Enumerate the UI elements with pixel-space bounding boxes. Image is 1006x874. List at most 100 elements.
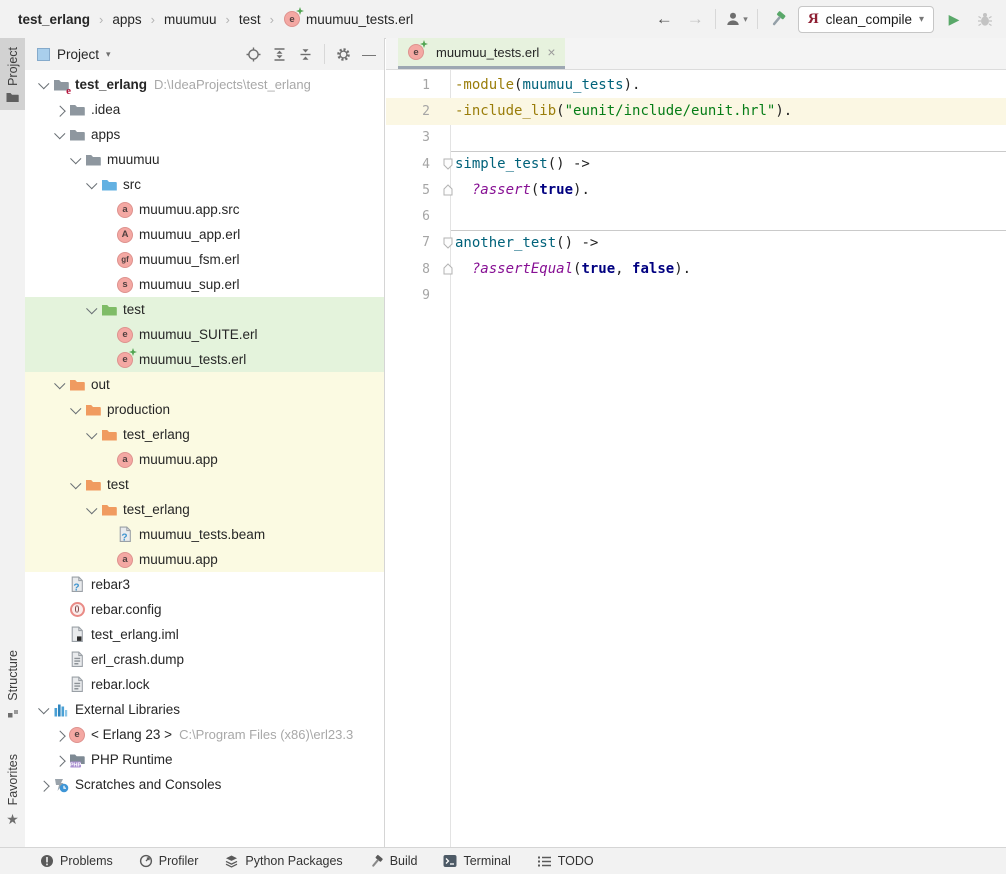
code-line-5[interactable]: 5 ?assert(true).: [386, 177, 1006, 203]
code-line-1[interactable]: 1-module(muumuu_tests).: [386, 72, 1006, 98]
collapse-all-icon[interactable]: [298, 47, 313, 62]
locate-file-icon[interactable]: [246, 47, 261, 62]
tree-row-scratches-and-consoles[interactable]: Scratches and Consoles: [25, 772, 384, 797]
chevron-down-icon[interactable]: [68, 472, 84, 497]
tool-window-button-structure[interactable]: Structure: [0, 650, 25, 719]
problems-icon: [40, 854, 54, 868]
code-text: -include_lib("eunit/include/eunit.hrl").: [455, 103, 793, 120]
code-line-2[interactable]: 2-include_lib("eunit/include/eunit.hrl")…: [386, 98, 1006, 125]
tree-row-rebar-lock[interactable]: rebar.lock: [25, 672, 384, 697]
line-number: 4: [422, 156, 430, 172]
user-profile-button[interactable]: ▾: [725, 7, 748, 31]
code-editor[interactable]: 1-module(muumuu_tests).2-include_lib("eu…: [386, 70, 1006, 847]
navigate-forward-button[interactable]: →: [684, 7, 706, 31]
tree-row-test-erlang[interactable]: test_erlang: [25, 422, 384, 447]
tree-item-label: < Erlang 23 >: [91, 727, 173, 742]
run-configuration-select[interactable]: Я clean_compile ▾: [797, 5, 934, 33]
tree-row-erlang-23[interactable]: e< Erlang 23 >C:\Program Files (x86)\erl…: [25, 722, 384, 747]
code-line-3[interactable]: 3: [386, 125, 1006, 151]
hammer-icon: [772, 11, 786, 26]
chevron-right-icon[interactable]: [52, 747, 68, 772]
tool-window-button-project[interactable]: Project: [0, 38, 25, 110]
chevron-down-icon[interactable]: [52, 372, 68, 397]
editor-tab-muumuu-tests[interactable]: e muumuu_tests.erl ×: [398, 38, 565, 69]
chevron-down-icon[interactable]: [84, 297, 100, 322]
tree-row-out[interactable]: out: [25, 372, 384, 397]
build-project-button[interactable]: [767, 7, 789, 31]
tool-window-button-python-packages[interactable]: Python Packages: [224, 854, 343, 868]
navigate-back-button[interactable]: ←: [653, 7, 675, 31]
tree-row-production[interactable]: production: [25, 397, 384, 422]
tree-row-muumuu[interactable]: muumuu: [25, 147, 384, 172]
tree-row-rebar3[interactable]: ?rebar3: [25, 572, 384, 597]
tool-window-button-terminal[interactable]: Terminal: [443, 854, 511, 868]
tool-window-button-favorites[interactable]: Favorites ★: [0, 754, 25, 828]
run-button[interactable]: ▶: [943, 7, 965, 31]
chevron-down-icon[interactable]: [68, 397, 84, 422]
tree-item-label: muumuu.app: [139, 452, 218, 467]
chevron-down-icon[interactable]: [36, 697, 52, 722]
bottom-tool-window-bar: Problems Profiler Python Packages Build Term…: [0, 847, 1006, 874]
fold-region-end-icon[interactable]: [443, 184, 453, 200]
tree-row-rebar-config[interactable]: ()rebar.config: [25, 597, 384, 622]
chevron-down-icon[interactable]: [68, 147, 84, 172]
hide-panel-icon[interactable]: —: [362, 46, 376, 62]
chevron-right-icon[interactable]: [52, 722, 68, 747]
code-line-8[interactable]: 8 ?assertEqual(true, false).: [386, 256, 1006, 282]
breadcrumb-item[interactable]: test: [239, 12, 261, 27]
chevron-down-icon[interactable]: [84, 497, 100, 522]
tree-row-test[interactable]: test: [25, 472, 384, 497]
chevron-down-icon[interactable]: [84, 422, 100, 447]
chevron-right-icon[interactable]: [36, 772, 52, 797]
fold-region-start-icon[interactable]: [443, 237, 453, 253]
tree-row-test-erlang-iml[interactable]: test_erlang.iml: [25, 622, 384, 647]
tool-window-button-problems[interactable]: Problems: [40, 854, 113, 868]
code-line-9[interactable]: 9: [386, 282, 1006, 308]
code-line-6[interactable]: 6: [386, 203, 1006, 229]
tree-item-path: C:\Program Files (x86)\erl23.3: [179, 727, 354, 742]
close-icon[interactable]: ×: [547, 44, 556, 60]
tree-row-muumuu-tests-beam[interactable]: ?muumuu_tests.beam: [25, 522, 384, 547]
tree-row-test-erlang[interactable]: test_erlang: [25, 497, 384, 522]
tree-row-idea[interactable]: .idea: [25, 97, 384, 122]
chevron-down-icon[interactable]: [52, 122, 68, 147]
fold-region-start-icon[interactable]: [443, 158, 453, 174]
tool-window-button-profiler[interactable]: Profiler: [139, 854, 198, 868]
breadcrumb-item[interactable]: test_erlang: [18, 12, 90, 27]
tree-row-src[interactable]: src: [25, 172, 384, 197]
chevron-down-icon[interactable]: [36, 72, 52, 97]
expand-all-icon[interactable]: [272, 47, 287, 62]
breadcrumb-item[interactable]: muumuu: [164, 12, 217, 27]
chevron-spacer: [52, 647, 68, 672]
tool-window-button-label: TODO: [557, 854, 594, 868]
bug-icon: [978, 13, 992, 27]
tree-row-erl-crash-dump[interactable]: erl_crash.dump: [25, 647, 384, 672]
chevron-down-icon[interactable]: [84, 172, 100, 197]
project-panel-title[interactable]: Project: [57, 46, 100, 62]
tool-window-button-todo[interactable]: TODO: [537, 854, 594, 868]
tree-row-external-libraries[interactable]: External Libraries: [25, 697, 384, 722]
tree-row-apps[interactable]: apps: [25, 122, 384, 147]
module-file-icon: [68, 626, 86, 644]
breadcrumb-item[interactable]: apps: [112, 12, 141, 27]
fold-region-end-icon[interactable]: [443, 263, 453, 279]
tree-row-test[interactable]: test: [25, 297, 384, 322]
tool-window-button-build[interactable]: Build: [369, 854, 417, 869]
chevron-right-icon[interactable]: [52, 97, 68, 122]
debug-button[interactable]: [974, 7, 996, 31]
chevron-spacer: [52, 622, 68, 647]
gear-icon[interactable]: [336, 47, 351, 62]
